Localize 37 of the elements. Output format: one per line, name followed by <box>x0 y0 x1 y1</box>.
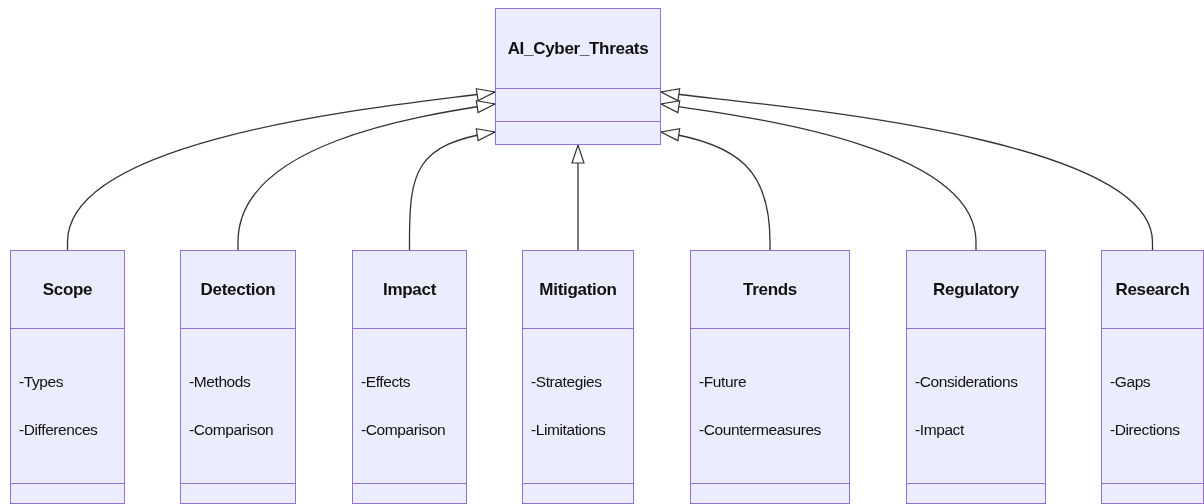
class-box <box>690 250 850 504</box>
class-box <box>495 8 661 145</box>
inheritance-arrow <box>660 87 1154 251</box>
attribute-text: -Methods <box>189 373 251 391</box>
class-name: AI_Cyber_Threats <box>507 38 649 59</box>
attribute-text: -Comparison <box>189 421 274 439</box>
inheritance-arrow <box>660 100 977 251</box>
class-box <box>1101 250 1204 504</box>
class-name: Detection <box>200 279 276 300</box>
attribute-text: -Comparison <box>361 421 446 439</box>
attribute-text: -Types <box>19 373 64 391</box>
inheritance-arrow <box>66 87 496 251</box>
attribute-text: -Differences <box>19 421 98 439</box>
class-name: Regulatory <box>933 279 1019 300</box>
class-name: Impact <box>383 279 436 300</box>
attribute-text: -Directions <box>1110 421 1180 439</box>
attribute-text: -Limitations <box>531 421 606 439</box>
class-name: Mitigation <box>539 279 617 300</box>
inheritance-arrow <box>408 128 496 251</box>
attribute-text: -Gaps <box>1110 373 1151 391</box>
attribute-text: -Effects <box>361 373 411 391</box>
class-box <box>180 250 296 504</box>
inheritance-arrow <box>660 128 771 251</box>
attribute-text: -Considerations <box>915 373 1018 391</box>
attribute-text: -Impact <box>915 421 964 439</box>
inheritance-arrow <box>237 100 496 251</box>
class-box <box>10 250 125 504</box>
class-name: Scope <box>42 279 93 300</box>
class-name: Research <box>1115 279 1190 300</box>
class-name: Trends <box>743 279 797 300</box>
inheritance-arrow <box>571 144 585 251</box>
attribute-text: -Countermeasures <box>699 421 821 439</box>
attribute-text: -Strategies <box>531 373 602 391</box>
class-box <box>352 250 467 504</box>
class-box <box>906 250 1046 504</box>
attribute-text: -Future <box>699 373 747 391</box>
class-box <box>522 250 634 504</box>
